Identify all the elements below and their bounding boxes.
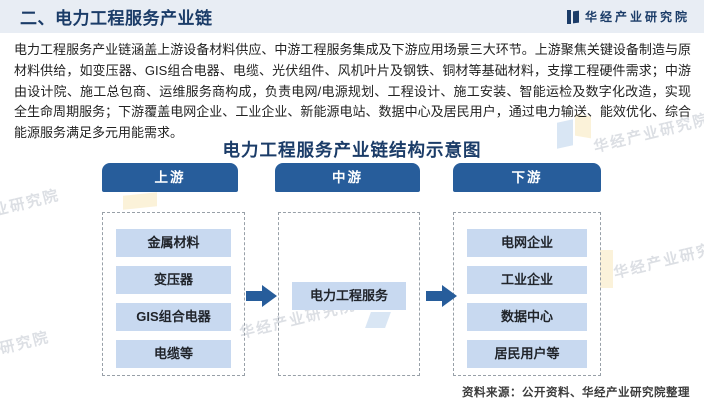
watermark-text: 华经产业研究院 [0,186,62,233]
watermark-logo-icon [600,250,613,288]
chain-item: 数据中心 [467,303,587,331]
panel-downstream: 电网企业 工业企业 数据中心 居民用户等 [453,212,601,376]
flow-arrow-icon [246,285,277,307]
brand-logo-icon [566,9,580,24]
watermark-text: 华经产业研究院 [0,328,52,375]
column-header-upstream: 上游 [102,163,238,192]
chain-item: 电网企业 [467,229,587,257]
panel-upstream: 金属材料 变压器 GIS组合电器 电缆等 [102,212,245,376]
brand-logo: 华经产业研究院 [566,8,690,25]
flow-arrow-icon [426,285,457,307]
intro-paragraph: 电力工程服务产业链涵盖上游设备材料供应、中游工程服务集成及下游应用场景三大环节。… [14,42,691,141]
watermark-logo-icon [123,192,157,210]
column-header-downstream: 下游 [453,163,601,192]
header-bar: 二、电力工程服务产业链 华经产业研究院 [0,0,704,33]
chain-item: GIS组合电器 [116,303,231,331]
brand-name: 华经产业研究院 [584,10,690,24]
chain-item: 电力工程服务 [292,282,406,310]
column-header-midstream: 中游 [275,163,420,192]
chain-item: 金属材料 [116,229,231,257]
page-title: 二、电力工程服务产业链 [20,9,213,28]
chain-item: 居民用户等 [467,340,587,368]
panel-midstream: 电力工程服务 [278,212,420,376]
chain-item: 电缆等 [116,340,231,368]
chain-item: 工业企业 [467,266,587,294]
source-note: 资料来源：公开资料、华经产业研究院整理 [462,387,690,399]
chain-item: 变压器 [116,266,231,294]
diagram-title: 电力工程服务产业链结构示意图 [222,140,482,160]
watermark-text: 华经产业研究院 [611,236,704,283]
